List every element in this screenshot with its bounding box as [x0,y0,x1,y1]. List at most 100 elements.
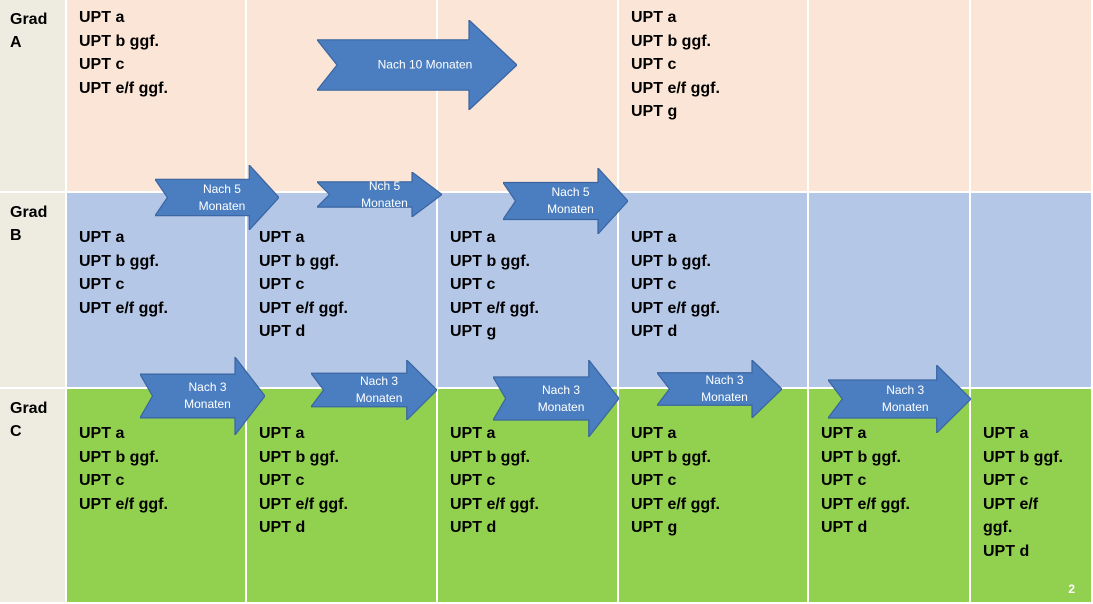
upt-item: UPT b ggf. [450,448,530,466]
table-cell: UPT a UPT b ggf. UPT c UPT e/f ggf. UPT d [247,193,438,389]
upt-item: UPT a [259,229,305,246]
upt-item: UPT a [450,425,496,442]
page-number: 2 [1068,582,1075,596]
upt-item: UPT a [631,229,677,246]
cell-text: UPT a UPT b ggf. UPT c UPT e/f ggf. UPT d [450,422,539,540]
upt-item: UPT b ggf. [631,32,711,50]
table-cell [809,193,971,389]
arrow-shape: Nach 3 Monaten [828,365,971,433]
upt-item: UPT b ggf. [259,252,339,270]
upt-item: UPT c [631,56,677,73]
upt-item: UPT c [821,472,867,489]
upt-item: UPT e/f ggf. [259,495,348,513]
table-cell: UPT a UPT b ggf. UPT c UPT e/f ggf. UPT g [619,0,809,193]
cell-text: UPT a UPT b ggf. UPT c UPT e/f ggf. UPT d [259,226,348,344]
upt-item: UPT d [821,519,868,536]
upt-item: UPT a [79,425,125,442]
table-cell: UPT a UPT b ggf. UPT c UPT e/f ggf. [67,0,247,193]
cell-text: UPT a UPT b ggf. UPT c UPT e/f ggf. UPT d [821,422,910,540]
upt-item: UPT c [983,472,1029,489]
upt-item: UPT c [79,56,125,73]
grade-label: Grad A [0,0,67,193]
cell-text: UPT a UPT b ggf. UPT c UPT e/f ggf. UPT d [631,226,720,344]
arrow-label: Nach 5 Monaten [198,181,246,213]
upt-item: UPT c [259,276,305,293]
upt-item: UPT b ggf. [79,448,159,466]
arrow-label: Nch 5 Monaten [361,178,408,210]
cell-text: UPT a UPT b ggf. UPT c UPT e/f ggf. [79,6,168,100]
upt-item: UPT a [450,229,496,246]
cell-text: UPT a UPT b ggf. UPT c UPT e/f ggf. UPT g [631,6,720,124]
cell-text: UPT a UPT b ggf. UPT c UPT e/f ggf. [79,422,168,516]
upt-item: UPT b ggf. [450,252,530,270]
table-cell [247,0,438,193]
upt-item: UPT e/f ggf. [450,495,539,513]
upt-item: UPT g [450,323,497,340]
grade-label: Grad B [0,193,67,389]
arrow-shape: Nach 3 Monaten [311,360,437,420]
upt-item: UPT b ggf. [631,252,711,270]
arrow-shape: Nach 5 Monaten [503,168,628,234]
table-cell: UPT a UPT b ggf. UPT c UPT e/f ggf. UPT d [438,389,619,604]
upt-item: UPT c [631,472,677,489]
upt-item: UPT a [631,9,677,26]
upt-item: UPT e/f ggf. [450,299,539,317]
upt-item: UPT c [631,276,677,293]
upt-item: UPT e/f [983,495,1039,513]
cell-text: UPT a UPT b ggf. UPT c UPT e/f ggf. UPT g [450,226,539,344]
upt-item: UPT c [450,472,496,489]
upt-item: UPT d [259,519,306,536]
upt-item: UPT d [259,323,306,340]
arrow-label: Nach 3 Monaten [355,374,403,405]
upt-item: UPT a [821,425,867,442]
upt-item: UPT d [631,323,678,340]
upt-item: UPT b ggf. [631,448,711,466]
arrow-label: Nach 3 Monaten [184,380,231,411]
upt-item: UPT e/f ggf. [821,495,910,513]
table-cell: UPT a UPT b ggf. UPT c UPT e/f ggf. UPT d [619,193,809,389]
upt-item: UPT b ggf. [821,448,901,466]
upt-item: UPT b ggf. [79,32,159,50]
grade-label: Grad C [0,389,67,604]
upt-item: UPT d [450,519,497,536]
upt-item: UPT b ggf. [79,252,159,270]
table-cell [809,0,971,193]
arrow-shape: Nach 3 Monaten [140,357,265,435]
upt-item: UPT c [79,276,125,293]
arrow-shape: Nach 10 Monaten [317,20,517,110]
upt-item: UPT e/f ggf. [79,79,168,97]
arrow-shape: Nch 5 Monaten [317,172,442,217]
table-cell: UPT a UPT b ggf. UPT c UPT e/f ggf. UPT g [438,193,619,389]
arrow-label: Nach 3 Monaten [537,382,585,414]
upt-item: UPT b ggf. [259,448,339,466]
upt-item: UPT a [79,9,125,26]
upt-item: UPT d [983,542,1030,560]
upt-item: UPT e/f ggf. [79,495,168,513]
upt-item: UPT a [631,425,677,442]
upt-item: UPT c [450,276,496,293]
arrow-shape: Nach 5 Monaten [155,165,279,230]
upt-item: UPT a [259,425,305,442]
arrow-label: Nach 10 Monaten [377,57,473,72]
table-cell: UPT a UPT b ggf. UPT c UPT e/f ggf. [67,389,247,604]
arrow-label: Nach 3 Monaten [881,383,929,414]
upt-item: ggf. [983,519,1013,536]
arrow-shape: Nach 3 Monaten [493,360,619,437]
upt-item: UPT g [631,103,678,120]
upt-item: UPT a [983,425,1029,442]
upt-item: UPT b ggf. [983,448,1063,466]
table-cell [971,0,1093,193]
upt-item: UPT c [79,472,125,489]
upt-item: UPT e/f ggf. [631,79,720,97]
upt-item: UPT e/f ggf. [259,299,348,317]
arrow-label: Nach 3 Monaten [701,373,748,404]
upt-item: UPT e/f ggf. [79,299,168,317]
upt-item: UPT e/f ggf. [631,495,720,513]
cell-text: UPT a UPT b ggf. UPT c UPT e/f ggf. UPT d [983,422,1063,563]
upt-item: UPT e/f ggf. [631,299,720,317]
